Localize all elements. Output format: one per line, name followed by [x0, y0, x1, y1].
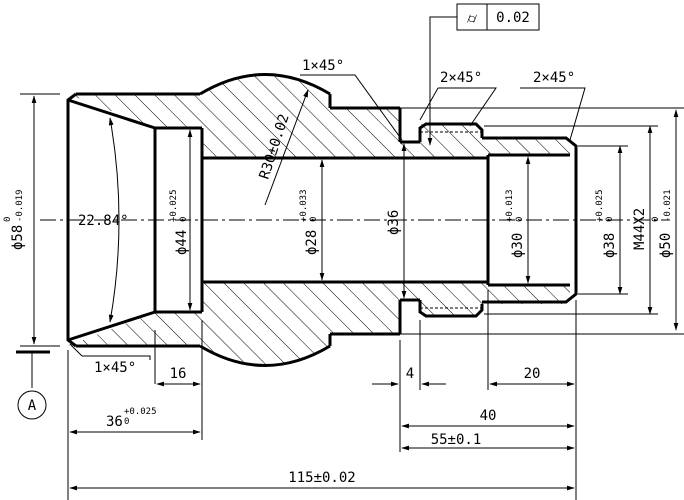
- d50-lower: -0.021: [663, 189, 673, 222]
- l16-label: 16: [170, 366, 187, 382]
- d28-lower: 0: [309, 217, 319, 222]
- cylindricity-icon: ⌭: [467, 11, 477, 27]
- d58-label: ϕ58: [10, 225, 26, 250]
- d44-label: ϕ44: [174, 230, 190, 255]
- d50-label: ϕ50: [658, 233, 674, 258]
- chamfer-label-3: 2×45°: [533, 70, 575, 86]
- l36-lower: 0: [124, 417, 129, 427]
- d38-lower: 0: [605, 217, 615, 222]
- d44-upper: +0.025: [169, 189, 179, 222]
- chamfer-label-2: 2×45°: [440, 70, 482, 86]
- angle-dimension: 22.84°: [78, 117, 129, 323]
- thread-label: M44X2: [632, 208, 648, 250]
- l115-label: 115±0.02: [288, 470, 355, 486]
- d30-label: ϕ30: [510, 233, 526, 258]
- d38-upper: +0.025: [595, 189, 605, 222]
- chamfer-label-4: 1×45°: [94, 360, 136, 376]
- d30-upper: +0.013: [505, 189, 515, 222]
- d50-upper: 0: [651, 217, 661, 222]
- tolerance-frame: ⌭ 0.02: [427, 3, 540, 146]
- d38-label: ϕ38: [602, 233, 618, 258]
- l36-label: 36: [106, 414, 123, 430]
- l36-upper: +0.025: [124, 407, 157, 417]
- tolerance-value: 0.02: [496, 10, 530, 26]
- chamfer-leaders: 1×45° 2×45° 2×45° 1×45°: [69, 58, 586, 376]
- l40-label: 40: [480, 408, 497, 424]
- d30-lower: 0: [515, 217, 525, 222]
- datum-label: A: [28, 398, 37, 414]
- d28-label: ϕ28: [304, 230, 320, 255]
- d58-upper: 0: [3, 217, 13, 222]
- l55-label: 55±0.1: [431, 432, 482, 448]
- d28-upper: +0.033: [299, 189, 309, 222]
- l4-label: 4: [406, 366, 414, 382]
- d44-lower: 0: [179, 217, 189, 222]
- angle-label: 22.84°: [78, 213, 129, 229]
- diameter-dimensions: ϕ58 0 -0.019 ϕ44 +0.025 0 ϕ28 +0.033 0 ϕ…: [3, 93, 684, 347]
- datum-symbol: A: [16, 350, 50, 420]
- l20-label: 20: [524, 366, 541, 382]
- chamfer-label-1: 1×45°: [302, 58, 344, 74]
- length-dimensions: 16 36 +0.025 0 4 20 40 55±0.1 115±0.02: [67, 290, 577, 500]
- d58-lower: -0.019: [15, 189, 25, 222]
- d36-label: ϕ36: [386, 210, 402, 235]
